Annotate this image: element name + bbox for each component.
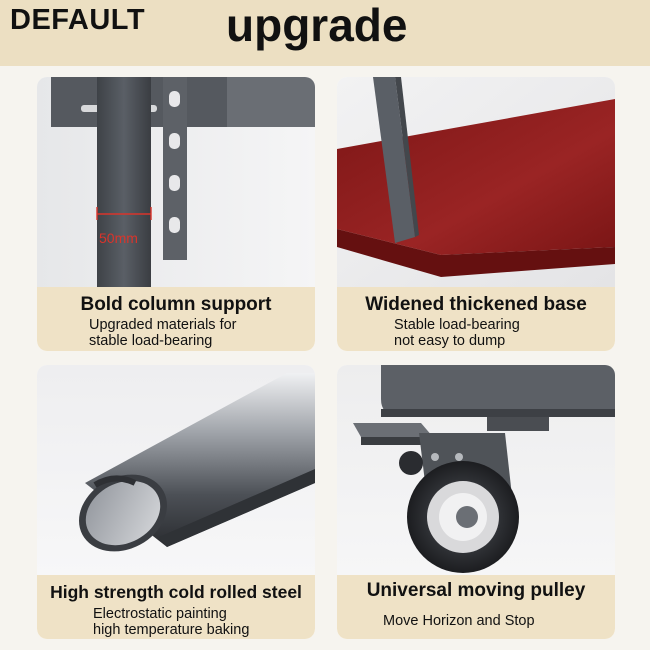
card-subtitle-line-2: not easy to dump — [394, 333, 506, 349]
wooden-base-photo — [337, 77, 615, 287]
card-subtitle-line-1: Stable load-bearing — [394, 317, 520, 333]
card-subtitle-line-2: stable load-bearing — [89, 333, 213, 349]
caster-wheel-photo — [337, 365, 615, 575]
header-banner: DEFAULT upgrade — [0, 0, 650, 66]
card-subtitle-line-1: Move Horizon and Stop — [383, 613, 535, 629]
feature-card-pulley: Universal moving pulley Move Horizon and… — [337, 365, 615, 639]
caption-column: Bold column support Upgraded materials f… — [37, 287, 315, 351]
caption-steel: High strength cold rolled steel Electros… — [37, 575, 315, 639]
feature-card-base: Widened thickened base Stable load-beari… — [337, 77, 615, 351]
caption-base: Widened thickened base Stable load-beari… — [337, 287, 615, 351]
steel-tube-photo — [37, 365, 315, 575]
card-subtitle-line-1: Upgraded materials for — [89, 317, 237, 333]
column-bracket-photo: 50mm — [37, 77, 315, 287]
card-subtitle-line-2: high temperature baking — [93, 622, 250, 638]
feature-card-column: 50mm Bold column support Upgraded materi… — [37, 77, 315, 351]
feature-card-steel: High strength cold rolled steel Electros… — [37, 365, 315, 639]
dimension-label: 50mm — [99, 230, 138, 246]
card-title: Universal moving pulley — [366, 580, 586, 601]
caption-pulley: Universal moving pulley Move Horizon and… — [337, 575, 615, 639]
card-subtitle-line-1: Electrostatic painting — [93, 606, 227, 622]
card-title: High strength cold rolled steel — [50, 582, 302, 602]
brand-label: DEFAULT — [10, 4, 146, 36]
headline: upgrade — [226, 0, 408, 51]
card-title: Widened thickened base — [365, 294, 587, 315]
card-title: Bold column support — [80, 294, 272, 315]
